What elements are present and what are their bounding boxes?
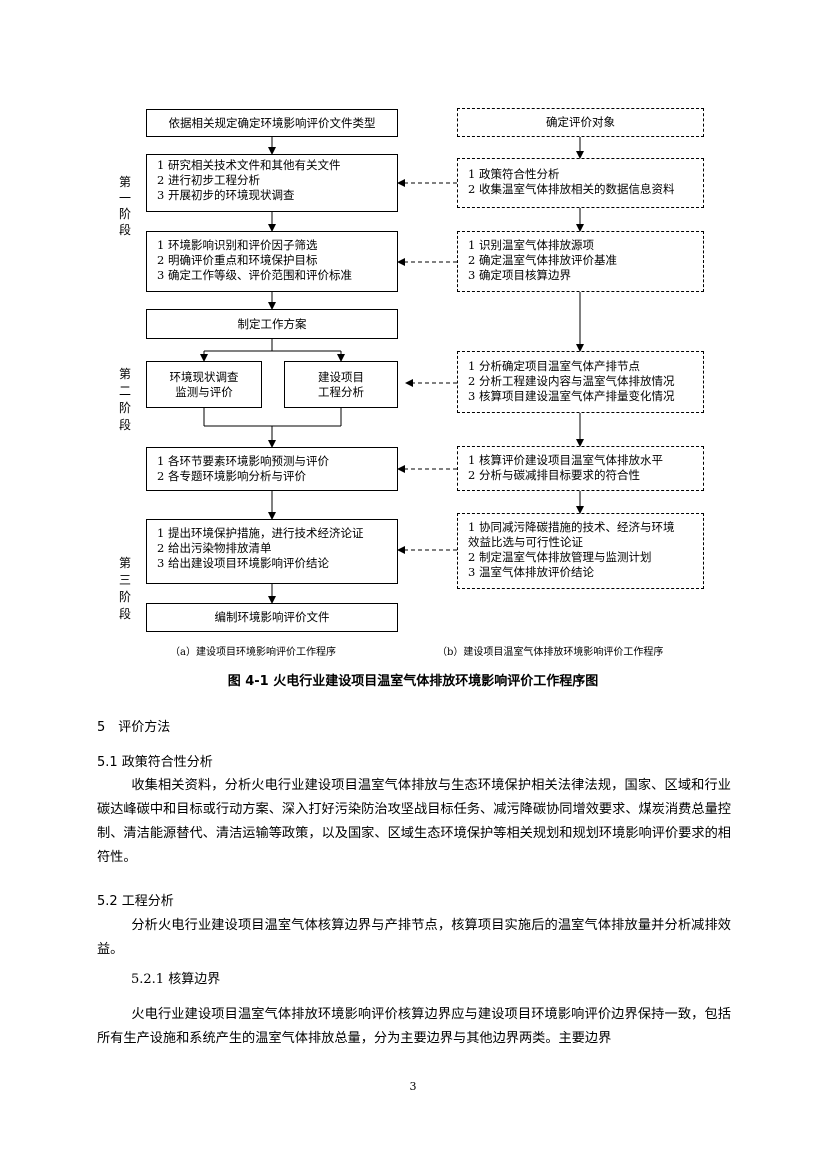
section-5-2-paragraph: 分析火电行业建设项目温室气体核算边界与产排节点，核算项目实施后的温室气体排放量并… xyxy=(97,918,731,957)
right-box-determine-object: 确定评价对象 xyxy=(457,108,704,137)
left-box-5a-line-1: 环境现状调查 xyxy=(169,369,239,384)
left-box-work-plan: 制定工作方案 xyxy=(146,309,398,339)
left-box-3-line-1: 1 环境影响识别和评价因子筛选 xyxy=(157,238,318,252)
left-box-identification: 1 环境影响识别和评价因子筛选 2 明确评价重点和环境保护目标 3 确定工作等级… xyxy=(146,231,398,292)
right-box-emission-level: 1 核算评价建设项目温室气体排放水平 2 分析与碳减排目标要求的符合性 xyxy=(457,446,704,491)
right-box-6-line-3: 2 制定温室气体排放管理与监测计划 xyxy=(468,550,652,564)
figure-title: 图 4-1 火电行业建设项目温室气体排放环境影响评价工作程序图 xyxy=(227,674,599,689)
left-box-5a-line-2: 监测与评价 xyxy=(175,384,233,399)
right-box-5-line-2: 2 分析与碳减排目标要求的符合性 xyxy=(468,468,640,482)
left-box-7-line-3: 3 给出建设项目环境影响评价结论 xyxy=(157,556,329,570)
left-box-7-line-1: 1 提出环境保护措施，进行技术经济论证 xyxy=(157,526,364,540)
stage-3-char-1: 第 xyxy=(118,556,131,570)
page-number: 3 xyxy=(409,1080,417,1093)
section-5-2-1-paragraph: 火电行业建设项目温室气体排放环境影响评价核算边界应与建设项目环境影响评价边界保持… xyxy=(97,1007,731,1046)
left-box-6-line-2: 2 各专题环境影响分析与评价 xyxy=(157,469,306,483)
section-5-heading: 5 评价方法 xyxy=(97,720,171,735)
right-box-6-line-4: 3 温室气体排放评价结论 xyxy=(468,565,594,579)
stage-3-label: 第 三 阶 段 xyxy=(118,555,132,623)
left-box-8-text: 编制环境影响评价文件 xyxy=(214,610,330,624)
right-box-3-line-2: 2 确定温室气体排放评价基准 xyxy=(468,253,617,267)
stage-2-label: 第 二 阶 段 xyxy=(118,366,132,434)
left-box-4-text: 制定工作方案 xyxy=(237,316,307,331)
caption-a: （a）建设项目环境影响评价工作程序 xyxy=(170,647,336,658)
section-5-2-1-heading: 5.2.1 核算边界 xyxy=(131,972,221,987)
right-box-2-line-2: 2 收集温室气体排放相关的数据信息资料 xyxy=(468,182,675,196)
section-5-1-heading: 5.1 政策符合性分析 xyxy=(97,755,213,770)
right-box-4-line-3: 3 核算项目建设温室气体产排量变化情况 xyxy=(468,389,675,403)
left-box-5b-line-1: 建设项目 xyxy=(318,369,364,384)
left-box-1-text: 依据相关规定确定环境影响评价文件类型 xyxy=(168,115,376,130)
right-box-2-line-1: 1 政策符合性分析 xyxy=(468,167,560,181)
right-box-policy: 1 政策符合性分析 2 收集温室气体排放相关的数据信息资料 xyxy=(457,158,704,208)
right-box-3-line-3: 3 确定项目核算边界 xyxy=(468,268,571,282)
left-box-measures: 1 提出环境保护措施，进行技术经济论证 2 给出污染物排放清单 3 给出建设项目… xyxy=(146,519,398,584)
left-box-7-line-2: 2 给出污染物排放清单 xyxy=(157,541,272,555)
stage-3-char-2: 三 xyxy=(118,573,131,587)
left-box-3-line-3: 3 确定工作等级、评价范围和评价标准 xyxy=(157,268,352,282)
right-box-6-line-1: 1 协同减污降碳措施的技术、经济与环境 xyxy=(468,520,675,534)
caption-b: （b）建设项目温室气体排放环境影响评价工作程序 xyxy=(437,647,664,658)
left-box-research: 1 研究相关技术文件和其他有关文件 2 进行初步工程分析 3 开展初步的环境现状… xyxy=(146,154,398,212)
stage-2-char-4: 段 xyxy=(118,418,131,432)
right-box-4-line-1: 1 分析确定项目温室气体产排节点 xyxy=(468,359,640,373)
right-box-emission-source: 1 识别温室气体排放源项 2 确定温室气体排放评价基准 3 确定项目核算边界 xyxy=(457,231,704,292)
left-box-compile-document: 编制环境影响评价文件 xyxy=(146,603,398,632)
left-box-engineering-analysis: 建设项目 工程分析 xyxy=(284,361,398,408)
right-box-3-line-1: 1 识别温室气体排放源项 xyxy=(468,238,594,252)
left-box-determine-file-type: 依据相关规定确定环境影响评价文件类型 xyxy=(146,109,398,137)
stage-1-label: 第 一 阶 段 xyxy=(118,174,132,238)
left-box-env-survey: 环境现状调查 监测与评价 xyxy=(146,361,262,408)
section-5-2-heading: 5.2 工程分析 xyxy=(97,894,174,909)
left-box-3-line-2: 2 明确评价重点和环境保护目标 xyxy=(157,253,318,267)
stage-1-char-2: 一 xyxy=(118,191,131,205)
section-5-1-paragraph: 收集相关资料，分析火电行业建设项目温室气体排放与生态环境保护相关法律法规，国家、… xyxy=(97,778,731,865)
left-box-6-line-1: 1 各环节要素环境影响预测与评价 xyxy=(157,454,329,468)
stage-1-char-1: 第 xyxy=(118,175,131,189)
stage-2-char-2: 二 xyxy=(118,384,131,398)
left-box-prediction: 1 各环节要素环境影响预测与评价 2 各专题环境影响分析与评价 xyxy=(146,447,398,491)
left-box-2-line-2: 2 进行初步工程分析 xyxy=(157,173,260,187)
stage-2-char-3: 阶 xyxy=(118,401,131,415)
stage-1-char-4: 段 xyxy=(118,223,131,237)
left-box-5b-line-2: 工程分析 xyxy=(318,384,364,399)
right-box-1-text: 确定评价对象 xyxy=(546,115,615,129)
right-box-6-line-2: 效益比选与可行性论证 xyxy=(468,535,583,549)
stage-1-char-3: 阶 xyxy=(118,207,131,221)
stage-2-char-1: 第 xyxy=(118,367,131,381)
left-box-2-line-1: 1 研究相关技术文件和其他有关文件 xyxy=(157,158,341,172)
right-box-5-line-1: 1 核算评价建设项目温室气体排放水平 xyxy=(468,453,663,467)
right-box-4-line-2: 2 分析工程建设内容与温室气体排放情况 xyxy=(468,374,675,388)
right-box-emission-nodes: 1 分析确定项目温室气体产排节点 2 分析工程建设内容与温室气体排放情况 3 核… xyxy=(457,351,704,413)
stage-3-char-3: 阶 xyxy=(118,590,131,604)
right-box-synergy: 1 协同减污降碳措施的技术、经济与环境 效益比选与可行性论证 2 制定温室气体排… xyxy=(457,513,704,589)
left-box-2-line-3: 3 开展初步的环境现状调查 xyxy=(157,188,295,202)
stage-3-char-4: 段 xyxy=(118,607,131,621)
